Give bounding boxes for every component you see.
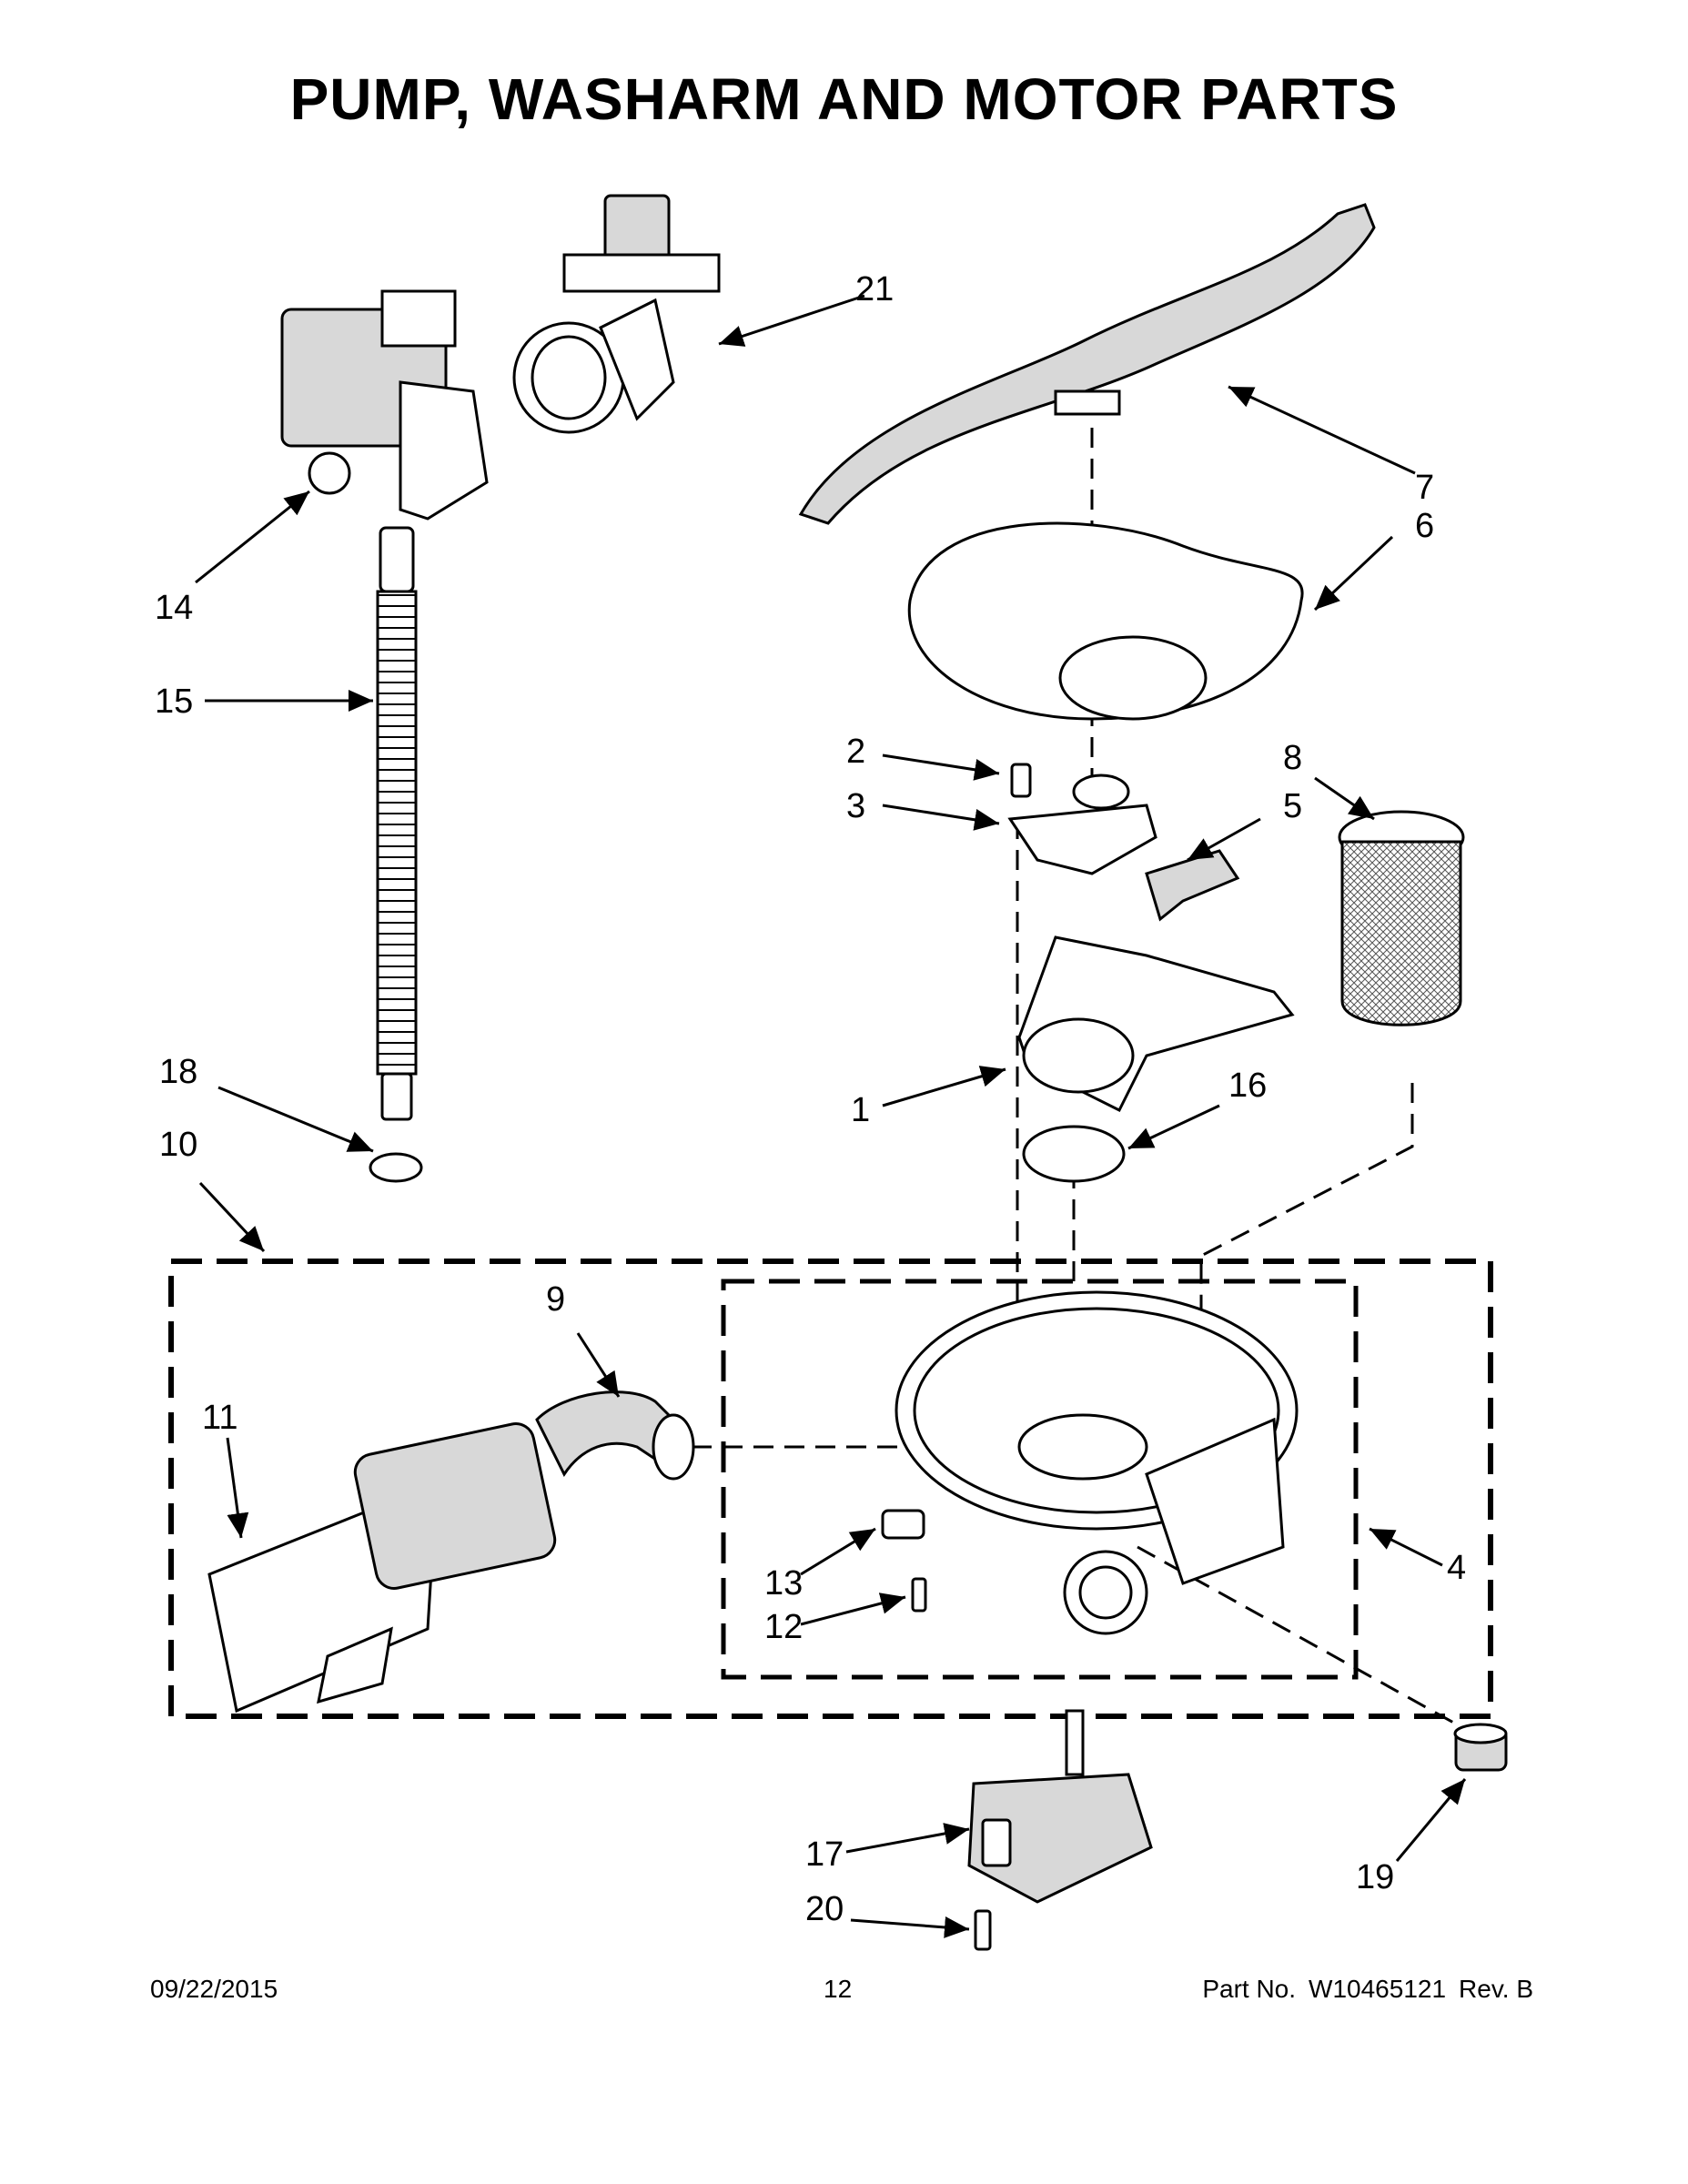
callout-10: 10 (159, 1126, 197, 1164)
part-drain-pump (512, 194, 721, 434)
callout-14: 14 (155, 589, 193, 627)
callout-9: 9 (546, 1280, 565, 1319)
part-screw-12 (911, 1577, 927, 1613)
leader-lines (195, 294, 1467, 1938)
part-manifold-3 (1007, 804, 1157, 875)
callout-4: 4 (1447, 1549, 1466, 1587)
callout-11: 11 (202, 1399, 238, 1437)
part-sump-assembly (895, 1290, 1299, 1635)
page-title: PUMP, WASHARM AND MOTOR PARTS (289, 66, 1399, 132)
part-13 (881, 1509, 925, 1540)
footer-part-info: Part No. W10465121 Rev. B (1202, 1975, 1533, 2004)
callout-12: 12 (764, 1608, 803, 1646)
part-screw-20 (974, 1909, 992, 1951)
callout-16: 16 (1228, 1067, 1267, 1105)
part-motor-17 (967, 1709, 1153, 1904)
callout-3: 3 (846, 787, 865, 825)
callout-17: 17 (805, 1835, 844, 1874)
part-drain-hose (376, 526, 418, 1121)
footer-part-label: Part No. (1202, 1975, 1297, 2003)
part-spray-shield-opening (1058, 635, 1208, 721)
callout-6: 6 (1415, 507, 1434, 545)
part-screw-2 (1010, 763, 1032, 798)
callout-7: 7 (1415, 469, 1434, 507)
assembly-boundary-10 (168, 1259, 1493, 1719)
callout-15: 15 (155, 682, 193, 721)
part-wash-arm (798, 203, 1376, 525)
callout-19: 19 (1356, 1858, 1394, 1896)
part-circulation-motor (280, 289, 489, 521)
callout-1: 1 (851, 1091, 870, 1129)
callout-18: 18 (159, 1053, 197, 1091)
callout-8: 8 (1283, 739, 1302, 777)
part-wash-arm-hub (1054, 389, 1121, 416)
callout-21: 21 (855, 270, 894, 308)
footer-part-number: W10465121 (1309, 1975, 1447, 2003)
footer-revision: Rev. B (1459, 1975, 1533, 2003)
part-disc-16 (1022, 1125, 1126, 1183)
callout-5: 5 (1283, 787, 1302, 825)
callout-13: 13 (764, 1564, 803, 1603)
assembly-boundary-4 (721, 1279, 1359, 1680)
part-filter (1338, 810, 1465, 1026)
part-motor-11 (207, 1422, 557, 1714)
callout-20: 20 (805, 1890, 844, 1928)
footer-date: 09/22/2015 (150, 1975, 278, 2003)
footer-page-number: 12 (824, 1975, 853, 2003)
callout-2: 2 (846, 733, 865, 771)
part-hose-clamp (369, 1152, 423, 1183)
part-diverter-5 (1145, 849, 1240, 922)
part-sensor-19 (1453, 1723, 1508, 1772)
